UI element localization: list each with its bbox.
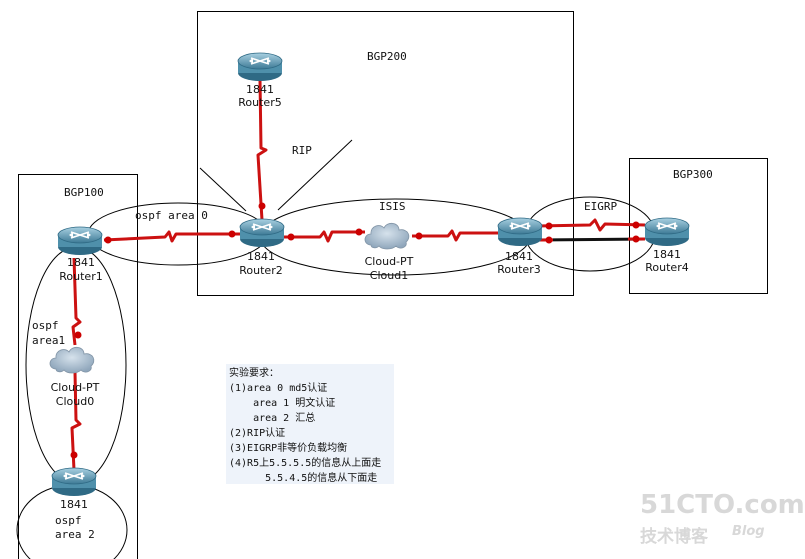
watermark-blog: Blog [732,524,765,539]
requirement-line: area 1 明文认证 [229,398,336,409]
ospf-area1-label-2: area1 [32,334,65,347]
router3-name: Router3 [497,263,540,276]
link-r5-r2 [256,79,268,221]
rip-boundary-right [277,139,353,211]
endpoint [415,232,423,240]
endpoint [632,235,640,243]
router4-model: 1841 [653,248,681,261]
requirement-line: area 2 汇总 [229,413,316,424]
requirements-title: 实验要求： [229,368,279,379]
router4-name: Router4 [645,261,688,274]
requirements-note [226,364,394,484]
router4-icon[interactable] [644,217,690,247]
router5-model: 1841 [246,83,274,96]
link-r3-r4-bottom [536,237,646,242]
bgp300-label: BGP300 [673,168,713,181]
ospf-area1-label-1: ospf [32,319,59,332]
endpoint [258,202,266,210]
router1-icon[interactable] [57,226,103,256]
watermark-site: 51CTO.com [640,490,805,520]
bgp100-label: BGP100 [64,186,104,199]
link-r2-cloud1 [282,230,365,243]
endpoint [74,331,82,339]
router6-icon[interactable] [51,467,97,497]
cloud0-icon[interactable] [49,346,95,374]
endpoint [545,236,553,244]
router5-icon[interactable] [237,52,283,82]
cloud1-icon[interactable] [364,222,410,250]
router2-icon[interactable] [239,218,285,248]
rip-boundary-left [199,167,247,212]
router6-model: 1841 [60,498,88,511]
requirement-line: 5.5.4.5的信息从下面走 [229,473,378,484]
link-r1-cloud0 [71,257,82,346]
link-cloud1-r3 [412,229,498,242]
requirement-line: (1)area 0 md5认证 [229,383,328,394]
router2-model: 1841 [247,250,275,263]
link-cloud0-r6 [70,371,82,471]
cloud0-name: Cloud0 [56,395,94,408]
isis-label: ISIS [379,200,406,213]
requirement-line: (4)R5上5.5.5.5的信息从上面走 [229,458,382,469]
router3-model: 1841 [505,250,533,263]
router2-name: Router2 [239,264,282,277]
watermark-sub: 技术博客 [640,527,708,547]
link-r1-r2 [103,230,240,243]
requirement-line: (3)EIGRP非等价负载均衡 [229,443,348,454]
endpoint [104,236,112,244]
endpoint [287,233,295,241]
cloud1-type: Cloud-PT [365,255,414,268]
ospf-area0-label: ospf area 0 [135,209,208,222]
eigrp-label: EIGRP [584,200,617,213]
cloud1-name: Cloud1 [370,269,408,282]
router5-name: Router5 [238,96,281,109]
ospf-area2-label-2: area 2 [55,528,95,541]
bgp200-label: BGP200 [367,50,407,63]
endpoint [228,230,236,238]
ospf-area2-label-1: ospf [55,514,82,527]
router1-name: Router1 [59,270,102,283]
bgp200-box [197,11,574,296]
link-r3-r4-top [536,218,646,232]
endpoint [355,228,363,236]
requirement-line: (2)RIP认证 [229,428,286,439]
bgp100-box [18,174,138,559]
endpoint [632,221,640,229]
router3-icon[interactable] [497,217,543,247]
network-diagram: BGP200 BGP100 BGP300 1841 Router5 1841 R… [16,11,768,559]
endpoint [545,222,553,230]
endpoint [70,451,78,459]
cloud0-type: Cloud-PT [51,381,100,394]
router1-model: 1841 [67,256,95,269]
rip-label: RIP [292,144,312,157]
